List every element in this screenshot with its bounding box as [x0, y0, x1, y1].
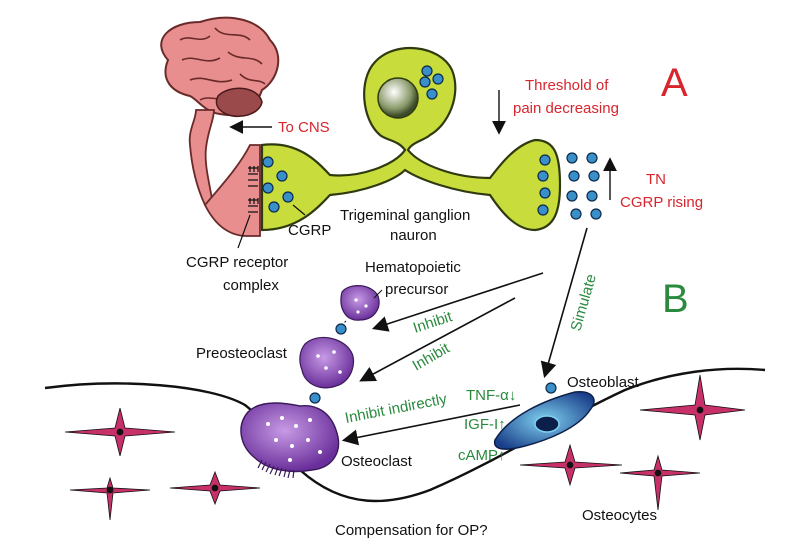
hematopoietic-label-line2: precursor — [385, 281, 448, 298]
inhibit-arrow-2 — [359, 297, 516, 382]
tnf-label: TNF-α↓ — [466, 387, 516, 404]
precursor-link-line — [342, 320, 347, 325]
osteoblast-vesicle-icon — [545, 382, 557, 394]
threshold-label-line2: pain decreasing — [513, 100, 619, 117]
trigeminal-label-line1: Trigeminal ganglion — [340, 207, 470, 224]
cgrp-vesicles — [262, 65, 602, 220]
precursor-pointer-line — [373, 289, 383, 299]
receptor-terminal-icon — [203, 144, 261, 237]
cgrp-rising-label: CGRP rising — [620, 194, 703, 211]
cgrp-label: CGRP — [288, 222, 331, 239]
inhibit-label-1: Inhibit — [411, 308, 455, 337]
osteoblast-label: Osteoblast — [567, 374, 640, 391]
panel-b-label: B — [662, 277, 689, 321]
receptor-pointer-line — [237, 214, 251, 249]
osteoclast-icon — [240, 402, 340, 479]
bone-surface-line — [44, 367, 766, 503]
inhibit-label-2: Inhibit — [410, 339, 454, 374]
to-cns-label: To CNS — [278, 119, 330, 136]
hematopoietic-label-line1: Hematopoietic — [365, 259, 461, 276]
igf-label: IGF-I↑ — [464, 416, 506, 433]
receptor-label-line1: CGRP receptor — [186, 254, 288, 271]
receptor-label-line2: complex — [223, 277, 279, 294]
preosteoclast-label: Preosteoclast — [196, 345, 288, 362]
trigeminal-label-line2: nauron — [390, 227, 437, 244]
inhibit-indirectly-label: Inhibit indirectly — [344, 390, 449, 427]
precursor-vesicle-icon — [335, 323, 347, 335]
osteocyte-icon — [64, 374, 746, 521]
panel-a-label: A — [661, 61, 688, 105]
osteocytes-label: Osteocytes — [582, 507, 657, 524]
trigeminal-neuron-icon — [260, 46, 562, 232]
tn-label: TN — [646, 171, 666, 188]
threshold-label-line1: Threshold of — [525, 77, 609, 94]
inhibit-indirectly-arrow — [341, 404, 521, 446]
brain-icon — [160, 16, 280, 206]
osteoclast-label: Osteoclast — [341, 453, 413, 470]
compensation-label: Compensation for OP? — [335, 522, 488, 539]
cgrp-pointer-line — [292, 204, 306, 216]
simulate-arrow — [540, 227, 588, 379]
hematopoietic-precursor-icon — [340, 285, 380, 321]
preosteoclast-icon — [299, 336, 355, 389]
osteoblast-icon — [494, 390, 595, 450]
inhibit-arrow-1 — [371, 272, 544, 332]
preosteoclast-vesicle-icon — [309, 392, 321, 404]
camp-label: cAMP↑ — [458, 447, 506, 464]
